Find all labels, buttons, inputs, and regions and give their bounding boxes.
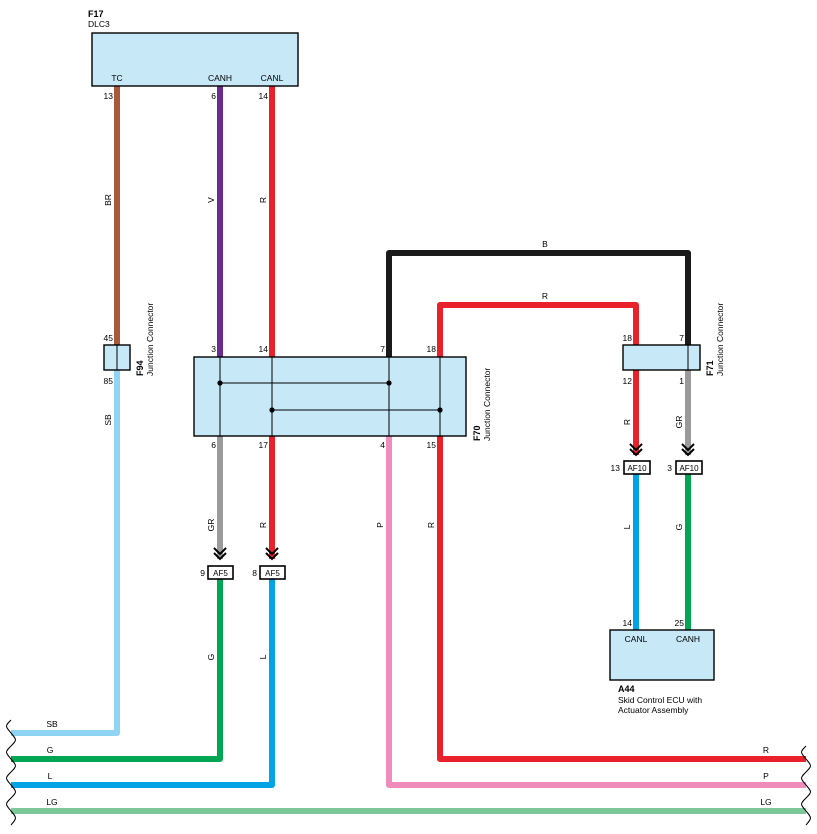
af10-connector-right bbox=[675, 460, 703, 475]
wire-label-f70-pin4: P bbox=[375, 522, 385, 528]
f71-pin-bottom-1: 12 bbox=[623, 376, 633, 386]
af5-connector-right bbox=[259, 565, 286, 580]
wire-sb bbox=[11, 370, 120, 736]
af5-code-left: AF5 bbox=[213, 569, 228, 578]
chevron-f71-pin1 bbox=[681, 443, 695, 457]
a44-terminal-canl: CANL bbox=[625, 634, 648, 644]
right-break-mark bbox=[801, 745, 811, 826]
af10-code-left: AF10 bbox=[627, 464, 647, 473]
wire-label-a44-canl: L bbox=[622, 524, 632, 529]
f70-pin-bottom-4: 15 bbox=[427, 440, 437, 450]
f17-pin-canh: 6 bbox=[211, 91, 216, 101]
wire-label-f70-pin17: R bbox=[258, 522, 268, 528]
wire-black-f70-f71 bbox=[386, 250, 691, 357]
wire-label-f70-pin15: R bbox=[426, 522, 436, 528]
f70-pin-bottom-1: 6 bbox=[211, 440, 216, 450]
chevron-f71-pin12 bbox=[629, 443, 643, 457]
wire-f70-pin15 bbox=[437, 436, 806, 762]
f71-code-label: F71 bbox=[705, 360, 715, 376]
f17-pin-tc: 13 bbox=[104, 91, 114, 101]
af10-pin-right: 3 bbox=[667, 463, 672, 473]
edge-label-g: G bbox=[47, 745, 54, 755]
f17-terminal-tc: TC bbox=[111, 73, 122, 83]
f17-terminal-canl: CANL bbox=[261, 73, 284, 83]
af10-connector-left bbox=[623, 460, 651, 475]
wire-label-canl: R bbox=[258, 197, 268, 203]
f17-pin-canl: 14 bbox=[259, 91, 269, 101]
wire-af5-pin8 bbox=[11, 579, 275, 788]
edge-label-r: R bbox=[763, 745, 769, 755]
wire-label-f71-pin12: R bbox=[622, 419, 632, 425]
af10-code-right: AF10 bbox=[679, 464, 699, 473]
edge-label-p: P bbox=[763, 771, 769, 781]
f70-pin-top-3: 7 bbox=[380, 344, 385, 354]
f94-pin-bottom: 85 bbox=[104, 376, 114, 386]
af5-pin-left: 9 bbox=[200, 568, 205, 578]
f71-name-label: Junction Connector bbox=[715, 303, 725, 376]
f71-pin-top-1: 18 bbox=[623, 333, 633, 343]
edge-label-l: L bbox=[48, 771, 53, 781]
f70-pin-bottom-2: 17 bbox=[259, 440, 269, 450]
a44-pin-canl: 14 bbox=[623, 618, 633, 628]
f70-pin-top-4: 18 bbox=[427, 344, 437, 354]
f71-junction-box bbox=[622, 344, 701, 371]
f70-name-label: Junction Connector bbox=[482, 368, 492, 441]
f17-dlc3-box bbox=[91, 32, 299, 87]
a44-code-label: A44 bbox=[618, 684, 635, 694]
f94-code-label: F94 bbox=[135, 360, 145, 376]
f17-terminal-canh: CANH bbox=[208, 73, 232, 83]
wire-af5-pin9 bbox=[11, 579, 223, 762]
wire-label-red-top: R bbox=[542, 291, 548, 301]
wire-label-canh: V bbox=[206, 197, 216, 203]
f70-code-label: F70 bbox=[472, 425, 482, 441]
edge-label-sb: SB bbox=[46, 719, 58, 729]
f17-name-label: DLC3 bbox=[88, 19, 110, 29]
f70-internal-circuit bbox=[217, 357, 443, 436]
wire-label-sb: SB bbox=[103, 414, 113, 426]
wire-label-f71-pin1: GR bbox=[674, 416, 684, 429]
f94-pin-top: 45 bbox=[104, 333, 114, 343]
f70-junction-box bbox=[193, 356, 467, 437]
f70-pin-top-2: 14 bbox=[259, 344, 269, 354]
af5-code-right: AF5 bbox=[265, 569, 280, 578]
f71-pin-bottom-2: 1 bbox=[679, 376, 684, 386]
edge-label-lg-right: LG bbox=[760, 797, 771, 807]
wire-label-a44-canh: G bbox=[674, 524, 684, 531]
f94-name-label: Junction Connector bbox=[145, 303, 155, 376]
wire-label-black: B bbox=[542, 239, 548, 249]
wire-label-tc: BR bbox=[103, 194, 113, 206]
af10-pin-left: 13 bbox=[611, 463, 621, 473]
chevron-f70-pin6 bbox=[213, 547, 227, 561]
f70-pin-top-1: 3 bbox=[211, 344, 216, 354]
f70-pin-bottom-3: 4 bbox=[380, 440, 385, 450]
a44-name-line-2: Actuator Assembly bbox=[618, 705, 689, 715]
edge-label-lg-left: LG bbox=[46, 797, 57, 807]
a44-pin-canh: 25 bbox=[675, 618, 685, 628]
f17-code-label: F17 bbox=[88, 9, 104, 19]
wire-label-f70-pin6: GR bbox=[206, 519, 216, 532]
a44-name-line-1: Skid Control ECU with bbox=[618, 695, 702, 705]
af5-pin-right: 8 bbox=[252, 568, 257, 578]
wire-f70-pin4 bbox=[386, 436, 806, 788]
left-break-mark bbox=[6, 719, 16, 826]
wire-label-af5-pin9: G bbox=[206, 654, 216, 661]
a44-terminal-canh: CANH bbox=[676, 634, 700, 644]
af5-connector-left bbox=[207, 565, 234, 580]
wire-label-af5-pin8: L bbox=[258, 654, 268, 659]
wire-red-f70-f71 bbox=[437, 302, 639, 357]
chevron-f70-pin17 bbox=[265, 547, 279, 561]
f71-pin-top-2: 7 bbox=[679, 333, 684, 343]
a44-ecu-box bbox=[609, 629, 715, 681]
